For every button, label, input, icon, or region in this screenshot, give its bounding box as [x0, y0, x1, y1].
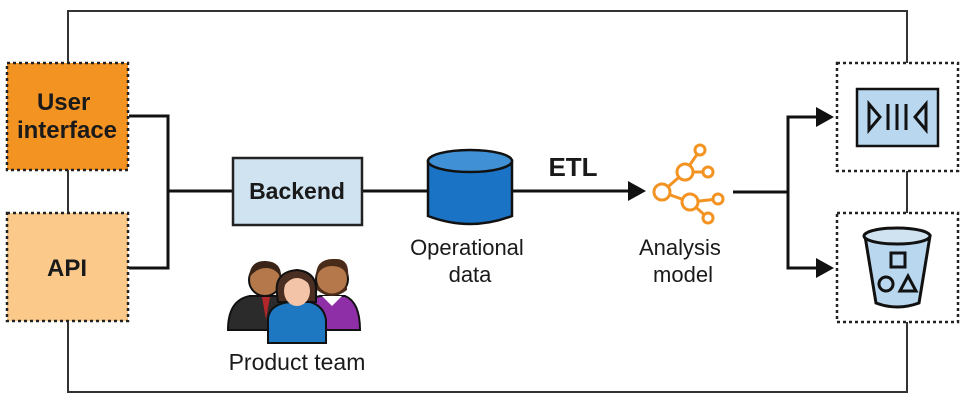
data-lake-bucket-icon [862, 226, 932, 309]
lake-arrowhead [816, 258, 834, 278]
api-box [5, 211, 130, 323]
database-icon [426, 148, 514, 226]
backend-box [231, 156, 364, 227]
api-label: API [47, 255, 87, 282]
operational-data-label: Operational data [410, 235, 530, 287]
warehouse-arrowhead [816, 107, 834, 127]
backend-label: Backend [249, 178, 345, 204]
network-graph-icon [652, 143, 725, 225]
etl-label: ETL [548, 152, 597, 182]
people-group-icon [226, 258, 362, 344]
etl-arrowhead [628, 181, 646, 201]
person-woman [267, 268, 327, 344]
user-interface-box [5, 61, 130, 172]
data-warehouse-icon [855, 87, 940, 148]
analysis-model-label: Analysis model [639, 235, 727, 287]
source-connectors [129, 114, 428, 270]
product-team-label: Product team [229, 349, 366, 375]
target-connectors [733, 115, 818, 270]
user-interface-label: User interface [17, 89, 117, 144]
